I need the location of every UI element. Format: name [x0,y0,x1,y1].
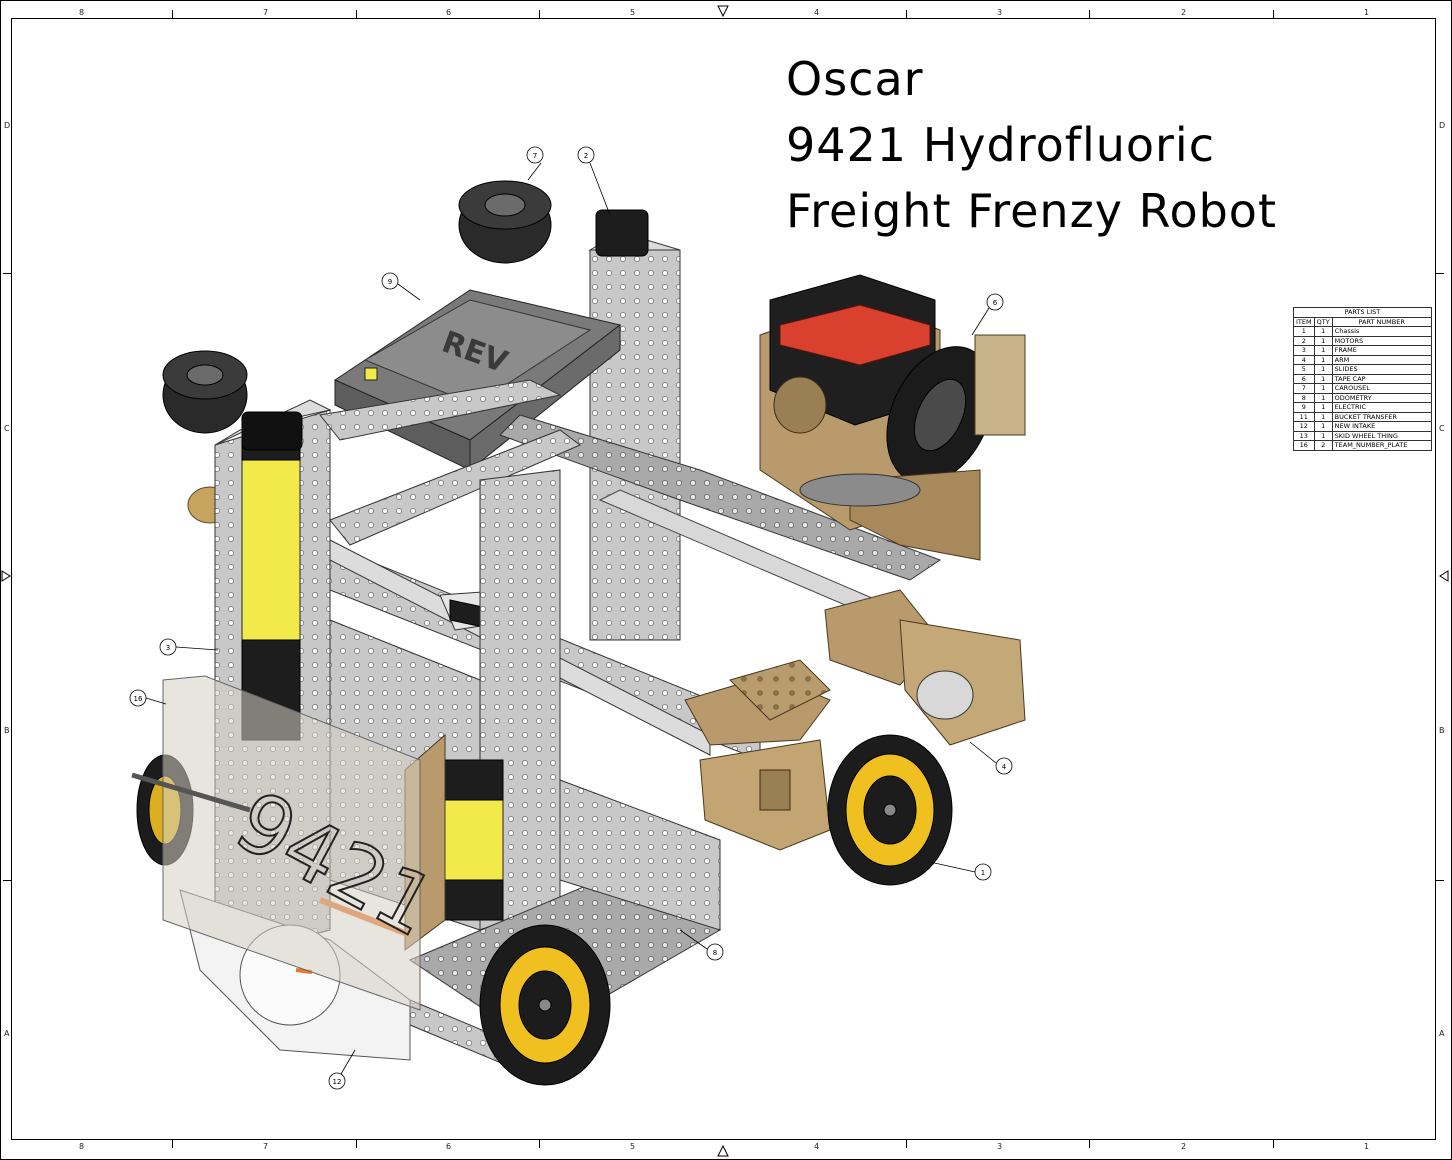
border-tick [172,1140,173,1148]
callout-label: 8 [713,949,717,957]
zone-col-5-top: 5 [630,8,636,17]
border-tick [3,880,11,881]
zone-col-3-bottom: 3 [997,1142,1003,1151]
border-tick [539,10,540,18]
zone-col-7-bottom: 7 [263,1142,269,1151]
zone-col-1-bottom: 1 [1364,1142,1370,1151]
callout-label: 9 [388,278,392,286]
drawing-title-team: 9421 Hydrofluoric [786,118,1216,172]
callout-label: 6 [993,299,998,307]
zone-col-6-top: 6 [446,8,452,17]
callout-16: 16 [129,689,167,707]
border-tick [906,1140,907,1148]
callout-9: 9 [381,272,421,301]
border-tick [1436,273,1444,274]
back-right-wheel [458,180,552,264]
zone-col-4-bottom: 4 [814,1142,820,1151]
callout-4: 4 [969,741,1013,775]
callout-1: 1 [929,861,992,881]
zone-col-7-top: 7 [263,8,269,17]
front-motor [444,759,504,921]
zone-row-c-right: C [1439,424,1445,433]
border-tick [356,10,357,18]
back-left-wheel [162,350,248,434]
border-tick [1273,10,1274,18]
tape-cap-assembly [759,274,1026,561]
drawing-title-name: Oscar [786,52,924,106]
callout-label: 1 [981,869,985,877]
zone-col-4-top: 4 [814,8,820,17]
center-mark-left [1,570,11,582]
callout-7: 7 [526,146,544,181]
zone-row-a-right: A [1439,1029,1445,1038]
center-mark-bottom [717,1144,729,1157]
sheet-inner-border [11,18,1436,1140]
team-number-plate: 9421 [131,675,450,1011]
callout-8: 8 [679,929,724,961]
parts-cell-part: TEAM_NUMBER_PLATE [1331,440,1432,451]
border-tick [906,10,907,18]
callout-12: 12 [328,1049,356,1090]
border-tick [539,1140,540,1148]
callout-label: 16 [134,695,143,703]
border-tick [1089,10,1090,18]
front-right-mecanum-wheel [827,734,953,886]
center-mark-right [1439,570,1449,582]
zone-row-c-left: C [4,424,10,433]
border-tick [356,1140,357,1148]
zone-col-2-top: 2 [1181,8,1187,17]
zone-col-5-bottom: 5 [630,1142,636,1151]
border-tick [1089,1140,1090,1148]
callout-3: 3 [159,638,219,656]
border-tick [3,273,11,274]
zone-col-3-top: 3 [997,8,1003,17]
center-mark-top [717,5,729,18]
callout-2: 2 [577,146,611,216]
parts-cell-qty: 2 [1313,440,1333,451]
zone-col-8-bottom: 8 [79,1142,85,1151]
border-tick [1273,1140,1274,1148]
arm-assembly [684,589,1026,851]
zone-row-d-right: D [1439,121,1446,130]
callout-6: 6 [971,293,1004,336]
callout-label: 12 [333,1078,342,1086]
zone-col-1-top: 1 [1364,8,1370,17]
zone-col-2-bottom: 2 [1181,1142,1187,1151]
border-tick [172,10,173,18]
border-tick [1436,880,1444,881]
frame-rear-tower [588,209,681,641]
zone-row-a-left: A [4,1029,10,1038]
callout-label: 3 [166,644,170,652]
callout-label: 4 [1002,763,1007,771]
motor-cap [595,209,649,257]
callout-label: 2 [584,152,588,160]
zone-row-d-left: D [4,121,11,130]
zone-col-8-top: 8 [79,8,85,17]
drawing-title-robot: Freight Frenzy Robot [786,184,1277,238]
zone-row-b-left: B [4,726,10,735]
callout-label: 7 [533,152,537,160]
zone-row-b-right: B [1439,726,1445,735]
zone-col-6-bottom: 6 [446,1142,452,1151]
front-left-mecanum-wheel [479,924,611,1086]
